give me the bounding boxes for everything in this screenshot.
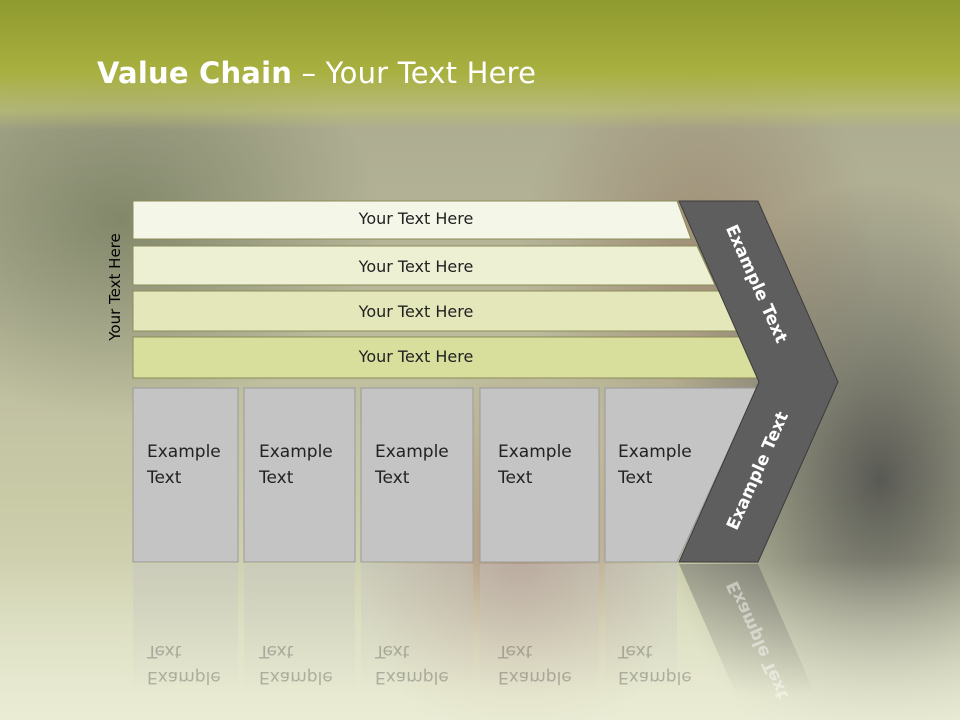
box-5-reflection bbox=[605, 564, 677, 694]
box-label-5-reflection: Example Text bbox=[618, 638, 692, 690]
box-label-1-reflection-line1: Example bbox=[147, 667, 221, 687]
box-4-reflection bbox=[480, 564, 599, 694]
chevron-arrow bbox=[678, 200, 839, 563]
box-label-3-line1: Example bbox=[375, 442, 449, 462]
box-label-4-reflection-line2: Text bbox=[498, 641, 533, 661]
box-label-1-line2: Text bbox=[147, 468, 182, 488]
title-rest: – Your Text Here bbox=[292, 56, 537, 90]
bar-label-2: Your Text Here bbox=[358, 257, 474, 276]
bar-2 bbox=[132, 245, 716, 286]
bar-label-3: Your Text Here bbox=[358, 302, 474, 321]
box-label-2-line1: Example bbox=[259, 442, 333, 462]
box-label-1-reflection-line2: Text bbox=[147, 641, 182, 661]
box-label-2-reflection-line1: Example bbox=[259, 667, 333, 687]
box-label-3-line2: Text bbox=[375, 468, 410, 488]
slide-title: Value Chain – Your Text Here bbox=[97, 56, 536, 92]
box-label-1-line1: Example bbox=[147, 442, 221, 462]
box-3 bbox=[360, 387, 474, 563]
box-label-5-reflection-line2: Text bbox=[618, 641, 653, 661]
box-label-2-line2: Text bbox=[259, 468, 294, 488]
box-label-5-line2: Text bbox=[618, 468, 653, 488]
box-label-3-reflection-line2: Text bbox=[375, 641, 410, 661]
box-2 bbox=[243, 387, 356, 563]
box-1 bbox=[132, 387, 239, 563]
title-band bbox=[0, 0, 960, 130]
box-label-3-reflection-line1: Example bbox=[375, 667, 449, 687]
box-1-reflection bbox=[133, 564, 238, 694]
bar-label-4: Your Text Here bbox=[358, 347, 474, 366]
box-label-4-reflection: Example Text bbox=[498, 638, 572, 690]
box-4 bbox=[479, 387, 600, 563]
box-5 bbox=[604, 387, 758, 563]
chevron-reflection bbox=[679, 564, 815, 694]
bar-1 bbox=[132, 200, 692, 240]
box-label-4-line2: Text bbox=[498, 468, 533, 488]
box-label-4-reflection-line1: Example bbox=[498, 667, 572, 687]
box-label-2-reflection: Example Text bbox=[259, 638, 333, 690]
box-2-reflection bbox=[244, 564, 355, 694]
box-label-2-reflection-line2: Text bbox=[259, 641, 294, 661]
box-3-reflection bbox=[361, 564, 473, 694]
box-label-3-reflection: Example Text bbox=[375, 638, 449, 690]
bar-label-1: Your Text Here bbox=[358, 209, 474, 228]
box-label-4-line1: Example bbox=[498, 442, 572, 462]
box-label-5-line1: Example bbox=[618, 442, 692, 462]
box-label-1-reflection: Example Text bbox=[147, 638, 221, 690]
title-bold: Value Chain bbox=[97, 56, 293, 90]
box-label-5-reflection-line1: Example bbox=[618, 667, 692, 687]
